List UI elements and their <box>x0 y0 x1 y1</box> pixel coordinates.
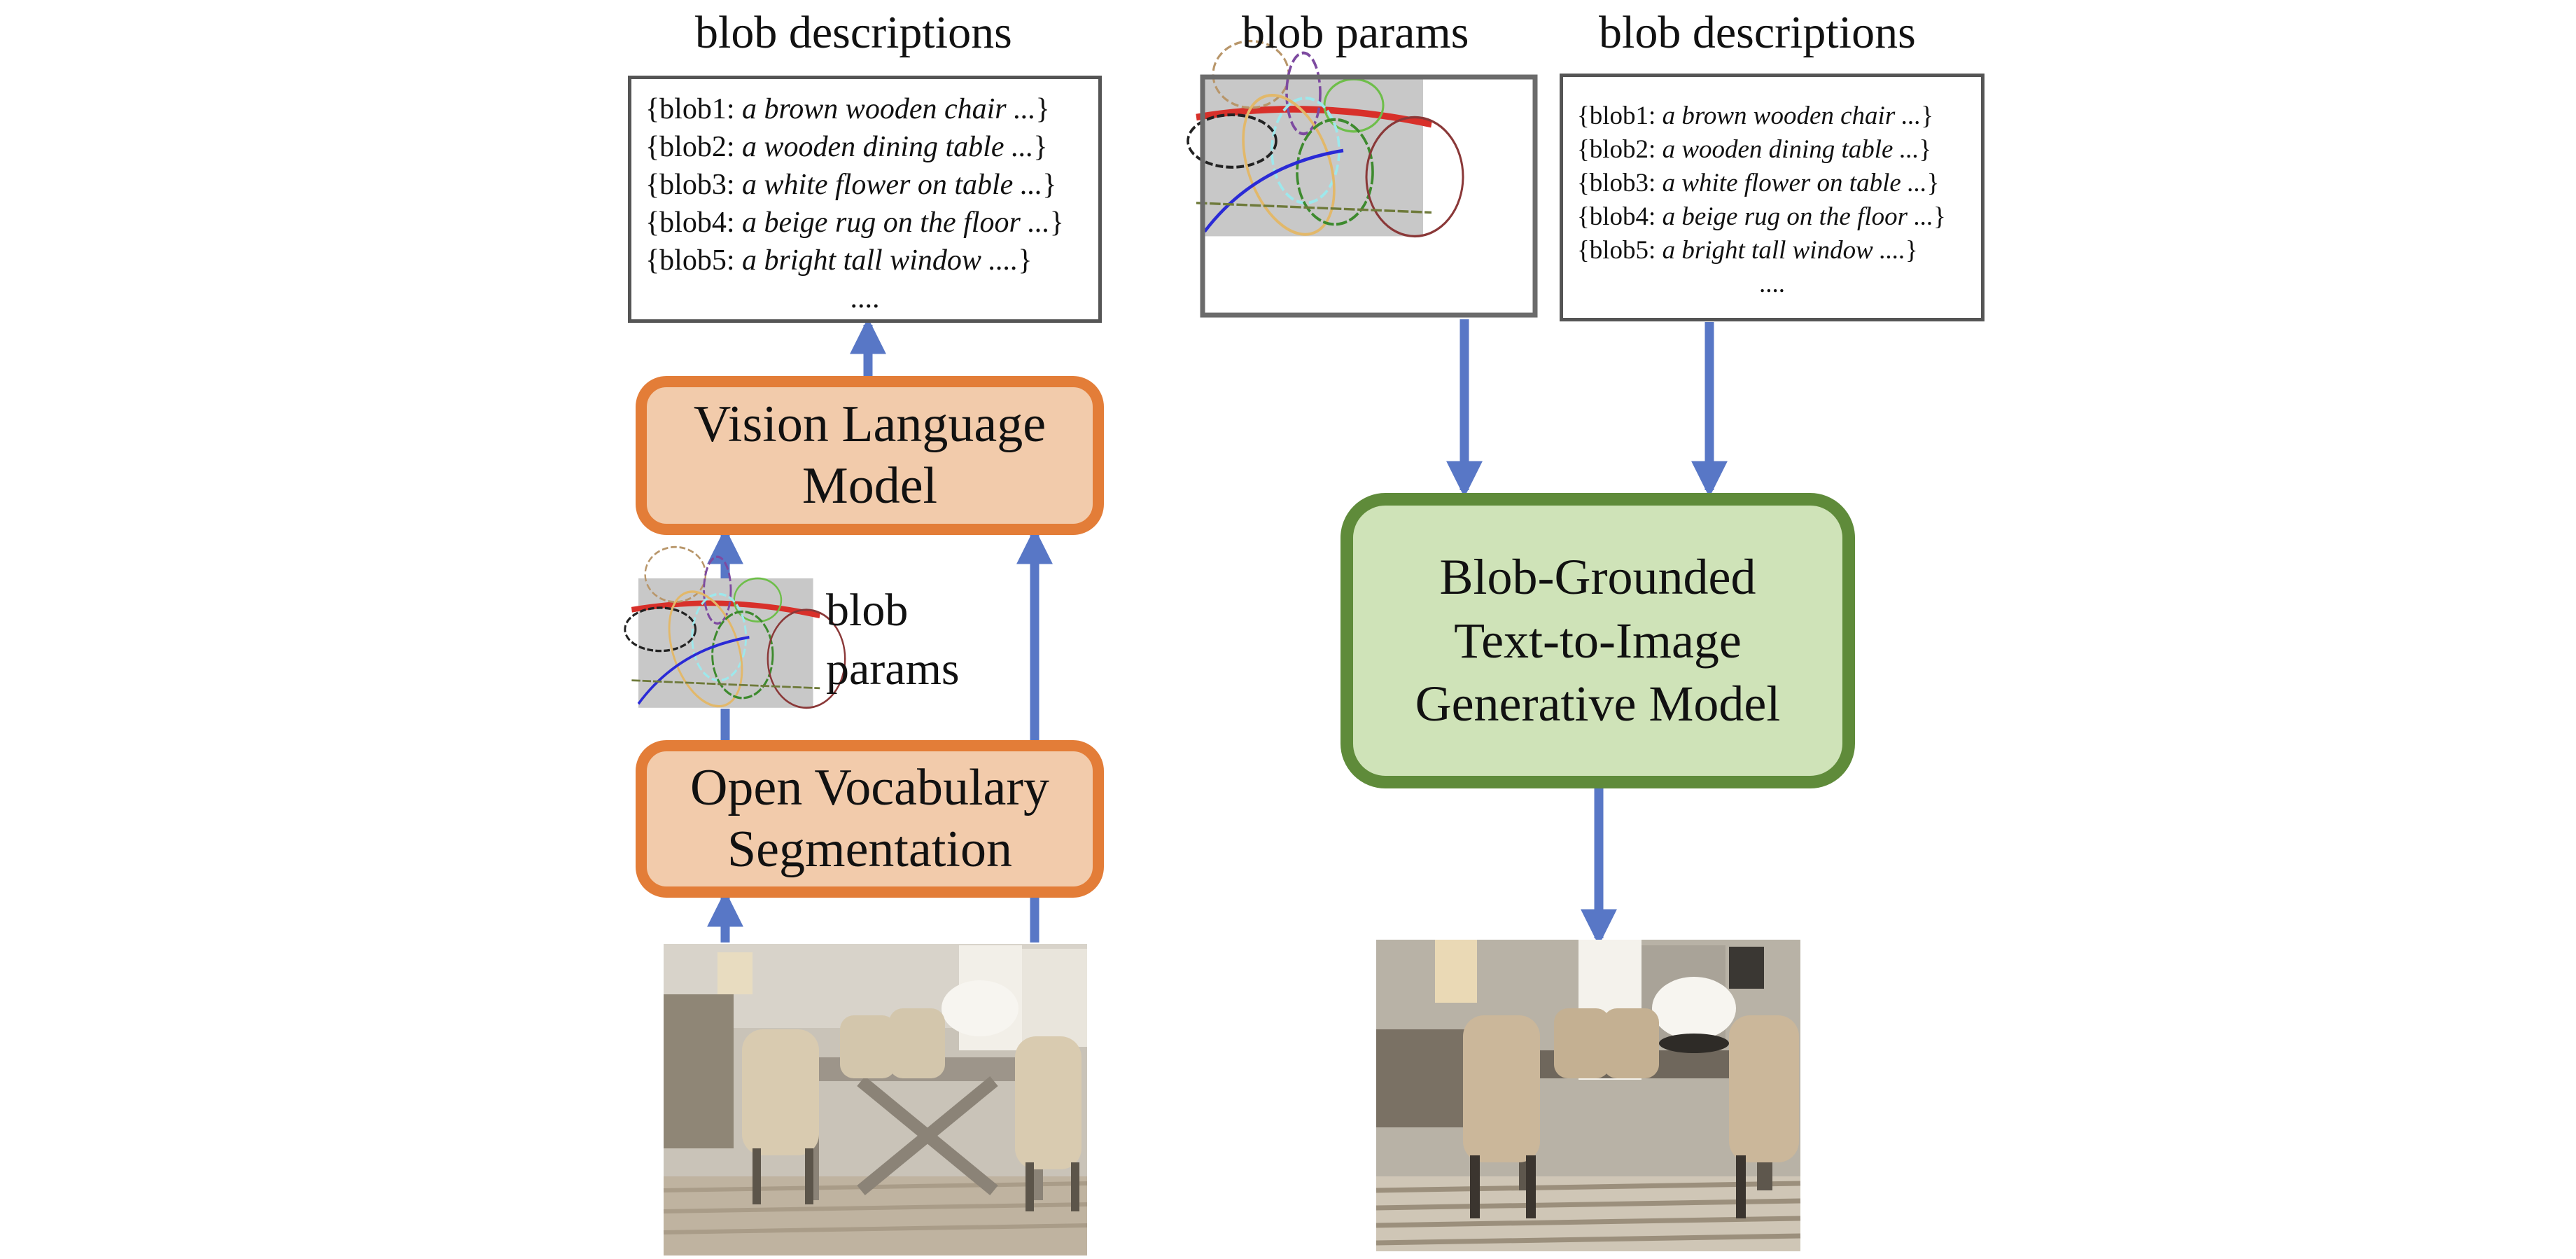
right-params-title: blob params <box>1242 7 1469 58</box>
right-desc-title: blob descriptions <box>1599 7 1916 58</box>
blob-grounded-model-box: Blob-Grounded Text-to-Image Generative M… <box>1340 493 1855 788</box>
vision-language-model-label: Vision Language Model <box>693 396 1046 515</box>
vision-language-model-box: Vision Language Model <box>636 376 1104 535</box>
left-desc-title: blob descriptions <box>695 7 1012 58</box>
right-desc-box: {blob1: a brown wooden chair ...} {blob2… <box>1560 74 1984 321</box>
desc-line-1: {blob1: a brown wooden chair ...} <box>645 93 1050 125</box>
generated-photo-dining-room <box>1376 940 1801 1251</box>
input-photo-dining-room <box>663 944 1088 1255</box>
desc-ellipsis: .... <box>1759 270 1785 298</box>
blob-params-image-right <box>1188 41 1538 318</box>
desc-line-4: {blob4: a beige rug on the floor ...} <box>1577 202 1946 231</box>
desc-line-2: {blob2: a wooden dining table ...} <box>1577 135 1932 164</box>
desc-ellipsis: .... <box>850 282 880 314</box>
left-desc-box: {blob1: a brown wooden chair ...} {blob2… <box>628 76 1102 323</box>
desc-line-3: {blob3: a white flower on table ...} <box>1577 169 1940 197</box>
open-vocabulary-segmentation-label: Open Vocabulary Segmentation <box>690 759 1050 878</box>
desc-line-2: {blob2: a wooden dining table ...} <box>645 131 1048 163</box>
blob-params-thumbnail-left <box>625 547 845 720</box>
desc-line-5: {blob5: a bright tall window ....} <box>645 244 1032 277</box>
open-vocabulary-segmentation-box: Open Vocabulary Segmentation <box>636 740 1104 898</box>
left-blob-params-label: blob params <box>826 585 960 695</box>
desc-line-3: {blob3: a white flower on table ...} <box>645 169 1057 201</box>
desc-line-5: {blob5: a bright tall window ....} <box>1577 236 1918 265</box>
desc-line-1: {blob1: a brown wooden chair ...} <box>1577 102 1934 130</box>
desc-line-4: {blob4: a beige rug on the floor ...} <box>645 207 1064 239</box>
blob-grounded-model-label: Blob-Grounded Text-to-Image Generative M… <box>1415 548 1781 732</box>
